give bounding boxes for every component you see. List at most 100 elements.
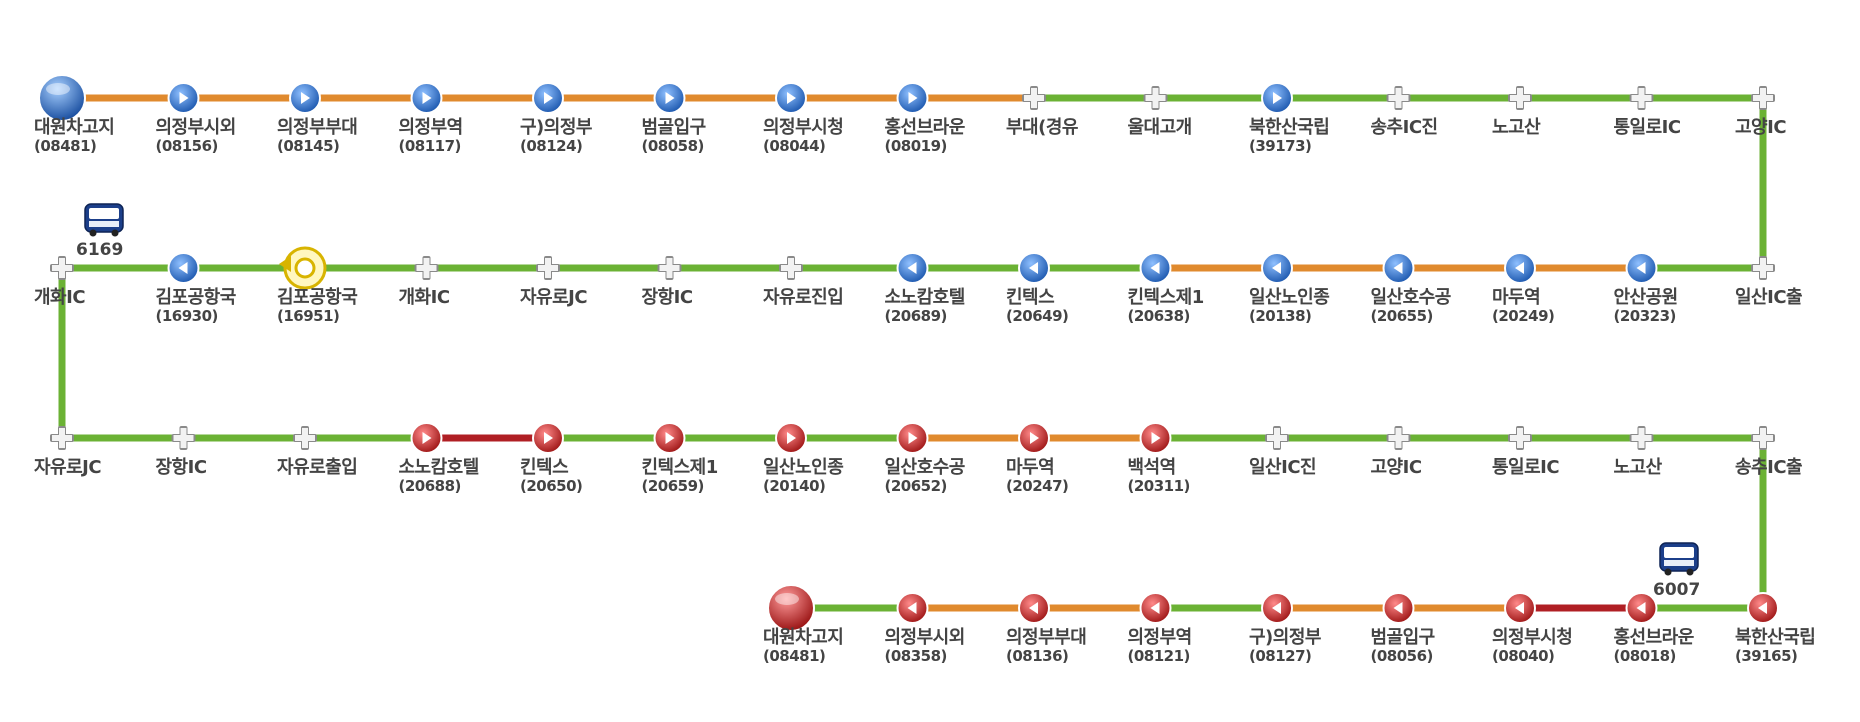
stop-marker-stop[interactable]: [410, 82, 443, 114]
stop-label[interactable]: 대원차고지(08481): [763, 628, 844, 665]
stop-label[interactable]: 킨텍스(20649): [1006, 288, 1069, 325]
stop-marker-pass[interactable]: [1751, 426, 1775, 450]
stop-label[interactable]: 홍선브라운(08018): [1614, 628, 1695, 665]
stop-label[interactable]: 고양IC: [1371, 458, 1423, 478]
stop-marker-stop[interactable]: [532, 422, 564, 454]
stop-marker-stop[interactable]: [1018, 252, 1050, 284]
stop-marker-pass[interactable]: [779, 256, 803, 280]
stop-label[interactable]: 의정부시외(08156): [156, 118, 237, 155]
stop-marker-stop[interactable]: [896, 422, 929, 454]
stop-label[interactable]: 킨텍스(20650): [520, 458, 583, 495]
stop-label[interactable]: 안산공원(20323): [1614, 288, 1679, 325]
stop-marker-stop[interactable]: [532, 82, 564, 114]
stop-marker-stop[interactable]: [1261, 252, 1293, 284]
stop-marker-turn[interactable]: [279, 246, 327, 290]
stop-label[interactable]: 자유로출입: [277, 458, 358, 478]
stop-label[interactable]: 고양IC: [1735, 118, 1787, 138]
stop-marker-stop[interactable]: [896, 82, 929, 114]
stop-marker-terminal[interactable]: [767, 584, 815, 632]
stop-label[interactable]: 일산노인종(20138): [1249, 288, 1330, 325]
stop-marker-stop[interactable]: [1261, 82, 1293, 114]
stop-marker-pass[interactable]: [50, 426, 74, 450]
stop-label[interactable]: 백석역(20311): [1128, 458, 1191, 495]
stop-marker-terminal[interactable]: [38, 74, 86, 122]
stop-label[interactable]: 장항IC: [642, 288, 694, 308]
stop-marker-pass[interactable]: [1265, 426, 1289, 450]
stop-label[interactable]: 구)의정부(08124): [520, 118, 592, 155]
stop-label[interactable]: 의정부부대(08145): [277, 118, 358, 155]
stop-marker-stop[interactable]: [653, 82, 686, 114]
stop-marker-stop[interactable]: [653, 422, 686, 454]
stop-marker-stop[interactable]: [1261, 592, 1293, 624]
stop-label[interactable]: 일산노인종(20140): [763, 458, 844, 495]
stop-marker-pass[interactable]: [1508, 86, 1532, 110]
stop-label[interactable]: 자유로JC: [34, 458, 102, 478]
bus-icon[interactable]: [1658, 541, 1700, 577]
stop-label[interactable]: 자유로JC: [520, 288, 588, 308]
stop-label[interactable]: 의정부역(08121): [1128, 628, 1193, 665]
stop-label[interactable]: 범골입구(08058): [642, 118, 707, 155]
stop-marker-stop[interactable]: [410, 422, 443, 454]
stop-marker-pass[interactable]: [414, 256, 439, 280]
stop-label[interactable]: 의정부시청(08040): [1492, 628, 1573, 665]
stop-marker-stop[interactable]: [167, 252, 200, 284]
stop-label[interactable]: 마두역(20249): [1492, 288, 1555, 325]
stop-marker-pass[interactable]: [657, 256, 682, 280]
stop-marker-stop[interactable]: [896, 592, 929, 624]
stop-label[interactable]: 울대고개: [1128, 118, 1193, 138]
stop-marker-pass[interactable]: [1508, 426, 1532, 450]
stop-marker-stop[interactable]: [1018, 592, 1050, 624]
stop-label[interactable]: 소노캄호텔(20688): [399, 458, 480, 495]
stop-label[interactable]: 노고산: [1492, 118, 1541, 138]
stop-label[interactable]: 구)의정부(08127): [1249, 628, 1321, 665]
stop-label[interactable]: 킨텍스제1(20659): [642, 458, 719, 495]
stop-label[interactable]: 장항IC: [156, 458, 208, 478]
stop-marker-stop[interactable]: [896, 252, 929, 284]
stop-marker-stop[interactable]: [1382, 592, 1415, 624]
stop-label[interactable]: 일산호수공(20655): [1371, 288, 1452, 325]
stop-marker-stop[interactable]: [1139, 592, 1172, 624]
stop-label[interactable]: 킨텍스제1(20638): [1128, 288, 1205, 325]
stop-label[interactable]: 노고산: [1614, 458, 1663, 478]
stop-marker-pass[interactable]: [1022, 86, 1046, 110]
stop-marker-pass[interactable]: [50, 256, 74, 280]
stop-marker-pass[interactable]: [1386, 426, 1411, 450]
stop-marker-pass[interactable]: [1629, 86, 1654, 110]
stop-label[interactable]: 홍선브라운(08019): [885, 118, 966, 155]
stop-marker-pass[interactable]: [1386, 86, 1411, 110]
stop-label[interactable]: 일산IC진: [1249, 458, 1317, 478]
stop-marker-pass[interactable]: [1143, 86, 1168, 110]
stop-marker-stop[interactable]: [1504, 252, 1536, 284]
stop-marker-pass[interactable]: [1629, 426, 1654, 450]
stop-marker-stop[interactable]: [1139, 252, 1172, 284]
stop-label[interactable]: 개화IC: [34, 288, 86, 308]
stop-label[interactable]: 북한산국립(39173): [1249, 118, 1330, 155]
stop-label[interactable]: 범골입구(08056): [1371, 628, 1436, 665]
stop-marker-stop[interactable]: [1747, 592, 1779, 624]
stop-label[interactable]: 김포공항국(16951): [277, 288, 358, 325]
stop-label[interactable]: 통일로IC: [1492, 458, 1560, 478]
stop-marker-stop[interactable]: [775, 82, 807, 114]
stop-label[interactable]: 송추IC출: [1735, 458, 1803, 478]
stop-marker-pass[interactable]: [536, 256, 560, 280]
stop-marker-stop[interactable]: [1018, 422, 1050, 454]
stop-marker-stop[interactable]: [1625, 592, 1658, 624]
stop-label[interactable]: 북한산국립(39165): [1735, 628, 1816, 665]
stop-label[interactable]: 의정부시외(08358): [885, 628, 966, 665]
stop-label[interactable]: 일산호수공(20652): [885, 458, 966, 495]
stop-label[interactable]: 개화IC: [399, 288, 451, 308]
stop-marker-stop[interactable]: [775, 422, 807, 454]
stop-label[interactable]: 통일로IC: [1614, 118, 1682, 138]
stop-label[interactable]: 일산IC출: [1735, 288, 1803, 308]
stop-label[interactable]: 부대(경유: [1006, 118, 1078, 138]
stop-label[interactable]: 마두역(20247): [1006, 458, 1069, 495]
stop-marker-stop[interactable]: [167, 82, 200, 114]
stop-marker-stop[interactable]: [1504, 592, 1536, 624]
stop-marker-pass[interactable]: [293, 426, 317, 450]
stop-label[interactable]: 의정부역(08117): [399, 118, 464, 155]
stop-marker-stop[interactable]: [289, 82, 321, 114]
stop-marker-pass[interactable]: [1751, 86, 1775, 110]
stop-label[interactable]: 송추IC진: [1371, 118, 1439, 138]
stop-marker-stop[interactable]: [1382, 252, 1415, 284]
stop-label[interactable]: 의정부시청(08044): [763, 118, 844, 155]
